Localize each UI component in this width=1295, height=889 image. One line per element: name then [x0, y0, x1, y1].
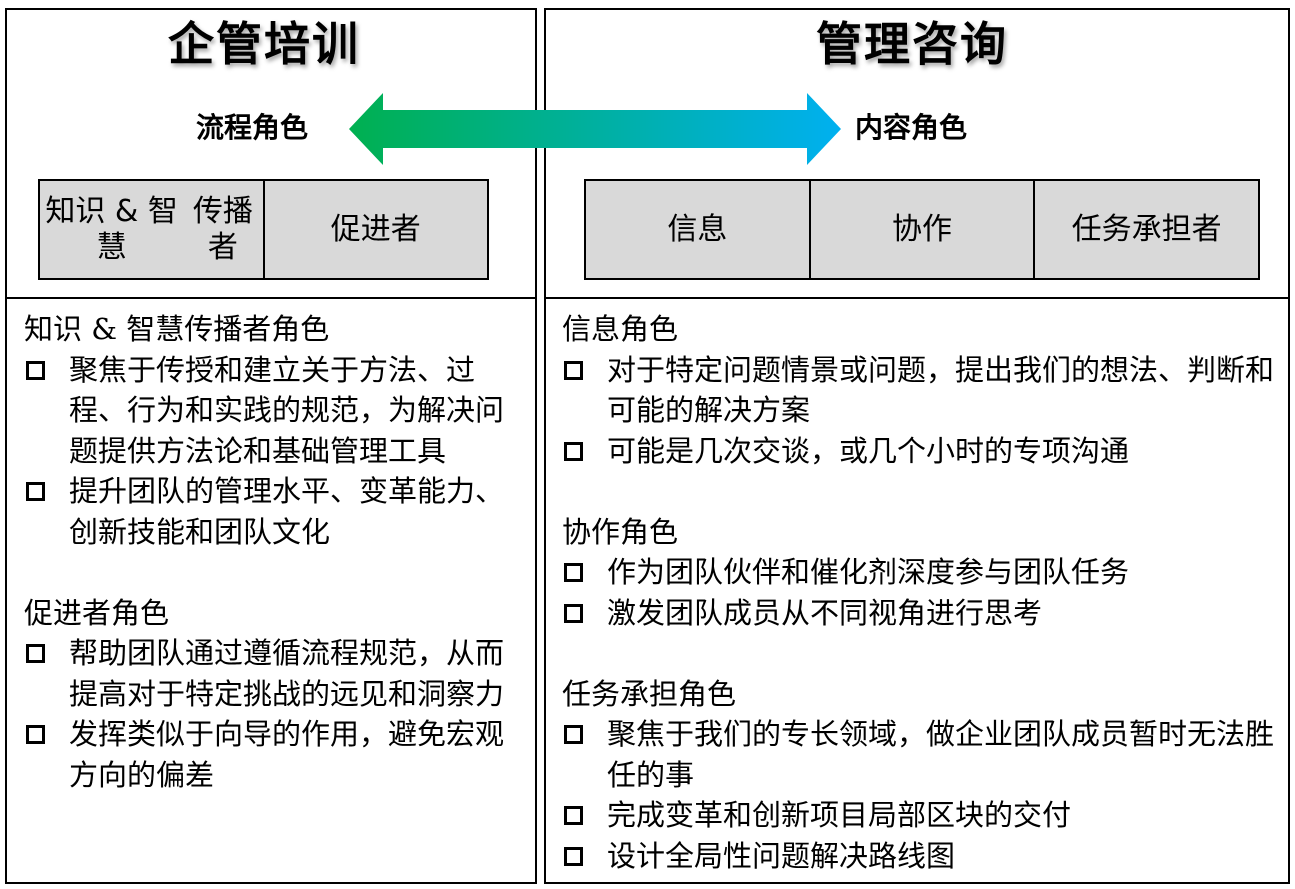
bullet-text: 对于特定问题情景或问题，提出我们的想法、判断和可能的解决方案	[607, 352, 1275, 428]
right-body-panel	[544, 297, 1290, 884]
role-cell-label: 传播者	[192, 193, 253, 265]
bullet-item: 完成变革和创新项目局部区块的交付	[562, 795, 1284, 836]
bullet-text: 提升团队的管理水平、变革能力、创新技能和团队文化	[69, 474, 505, 549]
training-title: 企管培训	[168, 17, 360, 71]
hollow-square-icon	[26, 482, 45, 501]
consulting-title: 管理咨询	[816, 17, 1008, 71]
bullet-item: 帮助团队通过遵循流程规范，从而提高对于特定挑战的远见和洞察力	[24, 633, 524, 714]
section-heading: 知识 & 智慧传播者角色	[24, 312, 330, 346]
bullet-list: 对于特定问题情景或问题，提出我们的想法、判断和可能的解决方案可能是几次交谈，或几…	[562, 350, 1284, 472]
role-cell-label: 促进者	[330, 211, 421, 247]
training-descriptions: 知识 & 智慧传播者角色聚焦于传授和建立关于方法、过程、行为和实践的规范，为解决…	[24, 309, 524, 795]
bullet-text: 发挥类似于向导的作用，避免宏观方向的偏差	[69, 717, 505, 792]
bullet-item: 聚焦于传授和建立关于方法、过程、行为和实践的规范，为解决问题提供方法论和基础管理…	[24, 350, 524, 472]
hollow-square-icon	[564, 806, 583, 825]
process-role-label: 流程角色	[196, 111, 309, 144]
bullet-item: 对于特定问题情景或问题，提出我们的想法、判断和可能的解决方案	[562, 350, 1284, 431]
section-gap	[24, 552, 524, 593]
bullet-item: 聚焦于我们的专长领域，做企业团队成员暂时无法胜任的事	[562, 714, 1284, 795]
bullet-item: 可能是几次交谈，或几个小时的专项沟通	[562, 431, 1284, 472]
bullet-text: 作为团队伙伴和催化剂深度参与团队任务	[607, 555, 1130, 589]
bullet-text: 激发团队成员从不同视角进行思考	[607, 595, 1043, 630]
bullet-list: 作为团队伙伴和催化剂深度参与团队任务激发团队成员从不同视角进行思考	[562, 552, 1284, 633]
role-cell-label: 任务	[1071, 211, 1132, 247]
hollow-square-icon	[26, 360, 45, 380]
section-gap	[562, 633, 1284, 674]
bullet-item: 发挥类似于向导的作用，避免宏观方向的偏差	[24, 714, 524, 795]
bullet-text: 聚焦于传授和建立关于方法、过程、行为和实践的规范，为解决问题提供方法论和基础管理…	[69, 352, 505, 468]
arrow-shape	[349, 93, 841, 165]
content-role-label: 内容角色	[855, 111, 968, 144]
bullet-text: 可能是几次交谈，或几个小时的专项沟通	[607, 433, 1130, 468]
hollow-square-icon	[564, 360, 583, 380]
section-heading: 促进者角色	[24, 595, 170, 630]
content-roles-table: 信息 协作 任务承担者	[584, 179, 1260, 280]
hollow-square-icon	[564, 846, 583, 866]
bullet-text: 设计全局性问题解决路线图	[607, 838, 956, 873]
consulting-descriptions: 信息角色对于特定问题情景或问题，提出我们的想法、判断和可能的解决方案可能是几次交…	[562, 309, 1284, 876]
bullet-item: 提升团队的管理水平、变革能力、创新技能和团队文化	[24, 471, 524, 552]
role-cell: 协作	[808, 181, 1034, 278]
section-heading: 协作角色	[562, 514, 679, 549]
hollow-square-icon	[564, 563, 583, 582]
role-cell-label: 承担者	[1131, 211, 1222, 247]
role-cell: 信息	[586, 181, 809, 278]
role-cell: 任务承担者	[1033, 181, 1258, 278]
section-heading: 任务承担角色	[562, 676, 737, 711]
role-cell-label: 知识 & 智慧	[45, 193, 178, 265]
role-cell: 促进者	[262, 181, 488, 278]
role-cell-label: 协作	[892, 211, 952, 247]
bullet-text: 帮助团队通过遵循流程规范，从而提高对于特定挑战的远见和洞察力	[69, 636, 505, 711]
hollow-square-icon	[564, 725, 583, 744]
hollow-square-icon	[26, 725, 45, 744]
bullet-item: 设计全局性问题解决路线图	[562, 836, 1284, 877]
hollow-square-icon	[564, 603, 583, 623]
bullet-item: 作为团队伙伴和催化剂深度参与团队任务	[562, 552, 1284, 593]
bullet-text: 完成变革和创新项目局部区块的交付	[607, 798, 1072, 832]
role-cell-label: 信息	[667, 211, 728, 247]
section-heading: 信息角色	[562, 312, 679, 346]
process-roles-table: 知识 & 智慧传播者 促进者	[38, 179, 489, 280]
double-headed-arrow-icon	[349, 93, 841, 165]
hollow-square-icon	[26, 644, 45, 663]
bullet-list: 帮助团队通过遵循流程规范，从而提高对于特定挑战的远见和洞察力发挥类似于向导的作用…	[24, 633, 524, 795]
left-body-panel	[5, 297, 537, 884]
bullet-text: 聚焦于我们的专长领域，做企业团队成员暂时无法胜任的事	[607, 717, 1275, 792]
bullet-item: 激发团队成员从不同视角进行思考	[562, 593, 1284, 634]
hollow-square-icon	[564, 441, 583, 461]
bullet-list: 聚焦于我们的专长领域，做企业团队成员暂时无法胜任的事完成变革和创新项目局部区块的…	[562, 714, 1284, 876]
role-cell: 知识 & 智慧传播者	[40, 181, 263, 278]
section-gap	[562, 471, 1284, 512]
bullet-list: 聚焦于传授和建立关于方法、过程、行为和实践的规范，为解决问题提供方法论和基础管理…	[24, 350, 524, 553]
